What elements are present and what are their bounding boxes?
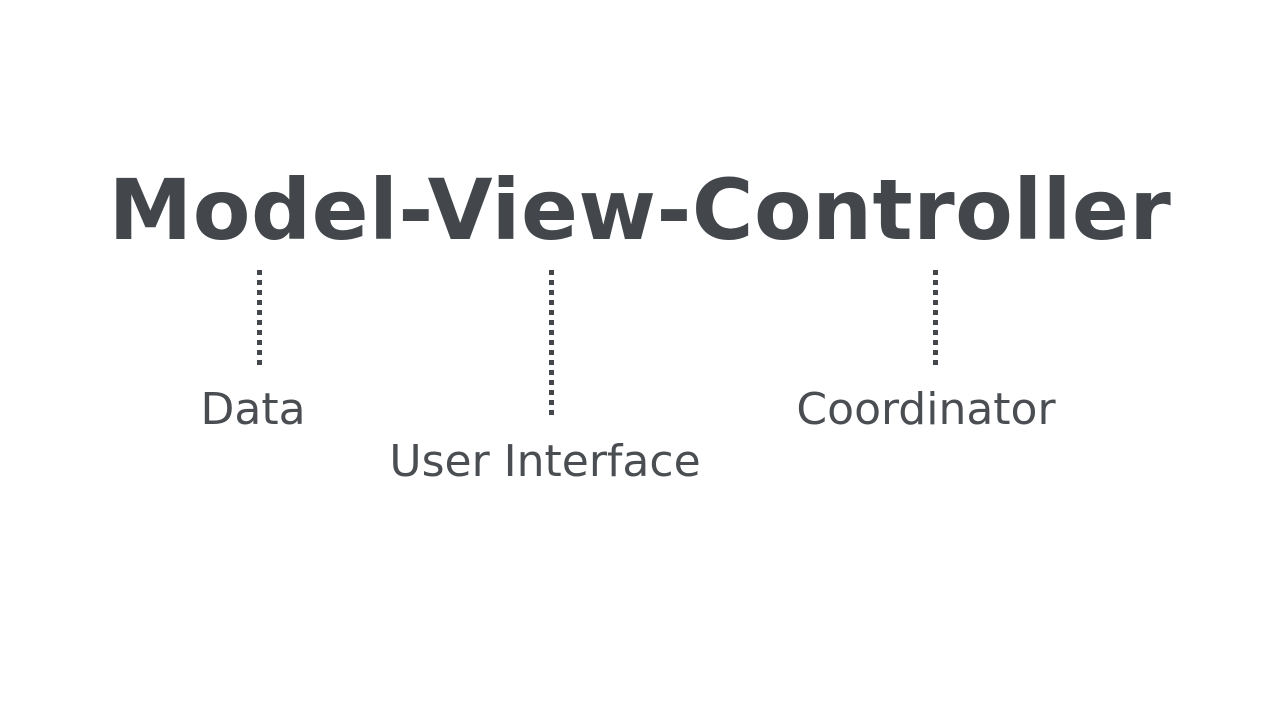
controller-connector-dotted-line (933, 270, 938, 367)
controller-definition-label: Coordinator (796, 384, 1056, 435)
model-definition-label: Data (200, 384, 306, 435)
page-title: Model-View-Controller (108, 161, 1172, 259)
view-definition-label: User Interface (389, 436, 701, 487)
model-connector-dotted-line (257, 270, 262, 367)
view-connector-dotted-line (549, 270, 554, 419)
